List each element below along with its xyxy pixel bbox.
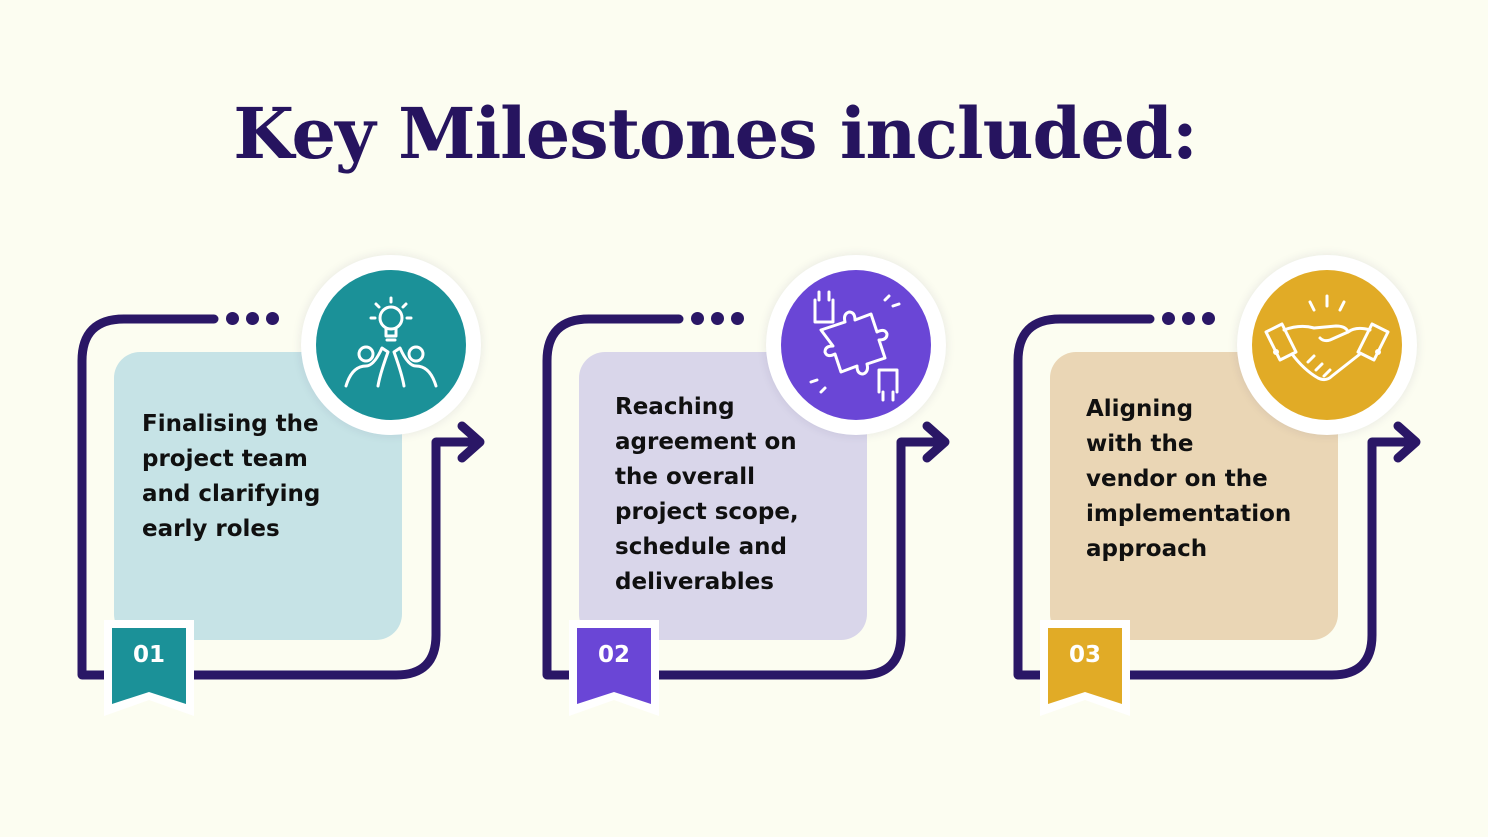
step-number: 02: [597, 642, 630, 668]
icon-badge: [301, 255, 481, 435]
flow-arrow-frame: [542, 314, 950, 680]
page-title: Key Milestones included:: [233, 92, 1198, 175]
ellipsis-dots: [691, 312, 751, 326]
icon-badge: [1237, 255, 1417, 435]
flow-arrow-frame: [1013, 314, 1421, 680]
step-number-badge: [1040, 620, 1130, 716]
step-number: 03: [1068, 642, 1101, 668]
handshake-icon: [1264, 294, 1390, 382]
flow-arrow-frame: [77, 314, 485, 680]
milestone-text: Reaching agreement on the overall projec…: [615, 394, 799, 595]
ellipsis-dots: [226, 312, 286, 326]
step-number-badge: [569, 620, 659, 716]
ellipsis-dots: [1162, 312, 1222, 326]
team-idea-icon: [344, 296, 438, 388]
milestone-step-1: Finalising the project team and clarifyi…: [76, 240, 516, 740]
milestone-text: Finalising the project team and clarifyi…: [142, 411, 321, 542]
icon-badge: [766, 255, 946, 435]
milestone-step-3: Aligning with the vendor on the implemen…: [1012, 240, 1452, 740]
puzzle-hands-icon: [809, 290, 901, 402]
step-number-badge: [104, 620, 194, 716]
milestone-text: Aligning with the vendor on the implemen…: [1086, 396, 1292, 562]
step-number: 01: [132, 642, 165, 668]
milestone-step-2: Reaching agreement on the overall projec…: [541, 240, 981, 740]
